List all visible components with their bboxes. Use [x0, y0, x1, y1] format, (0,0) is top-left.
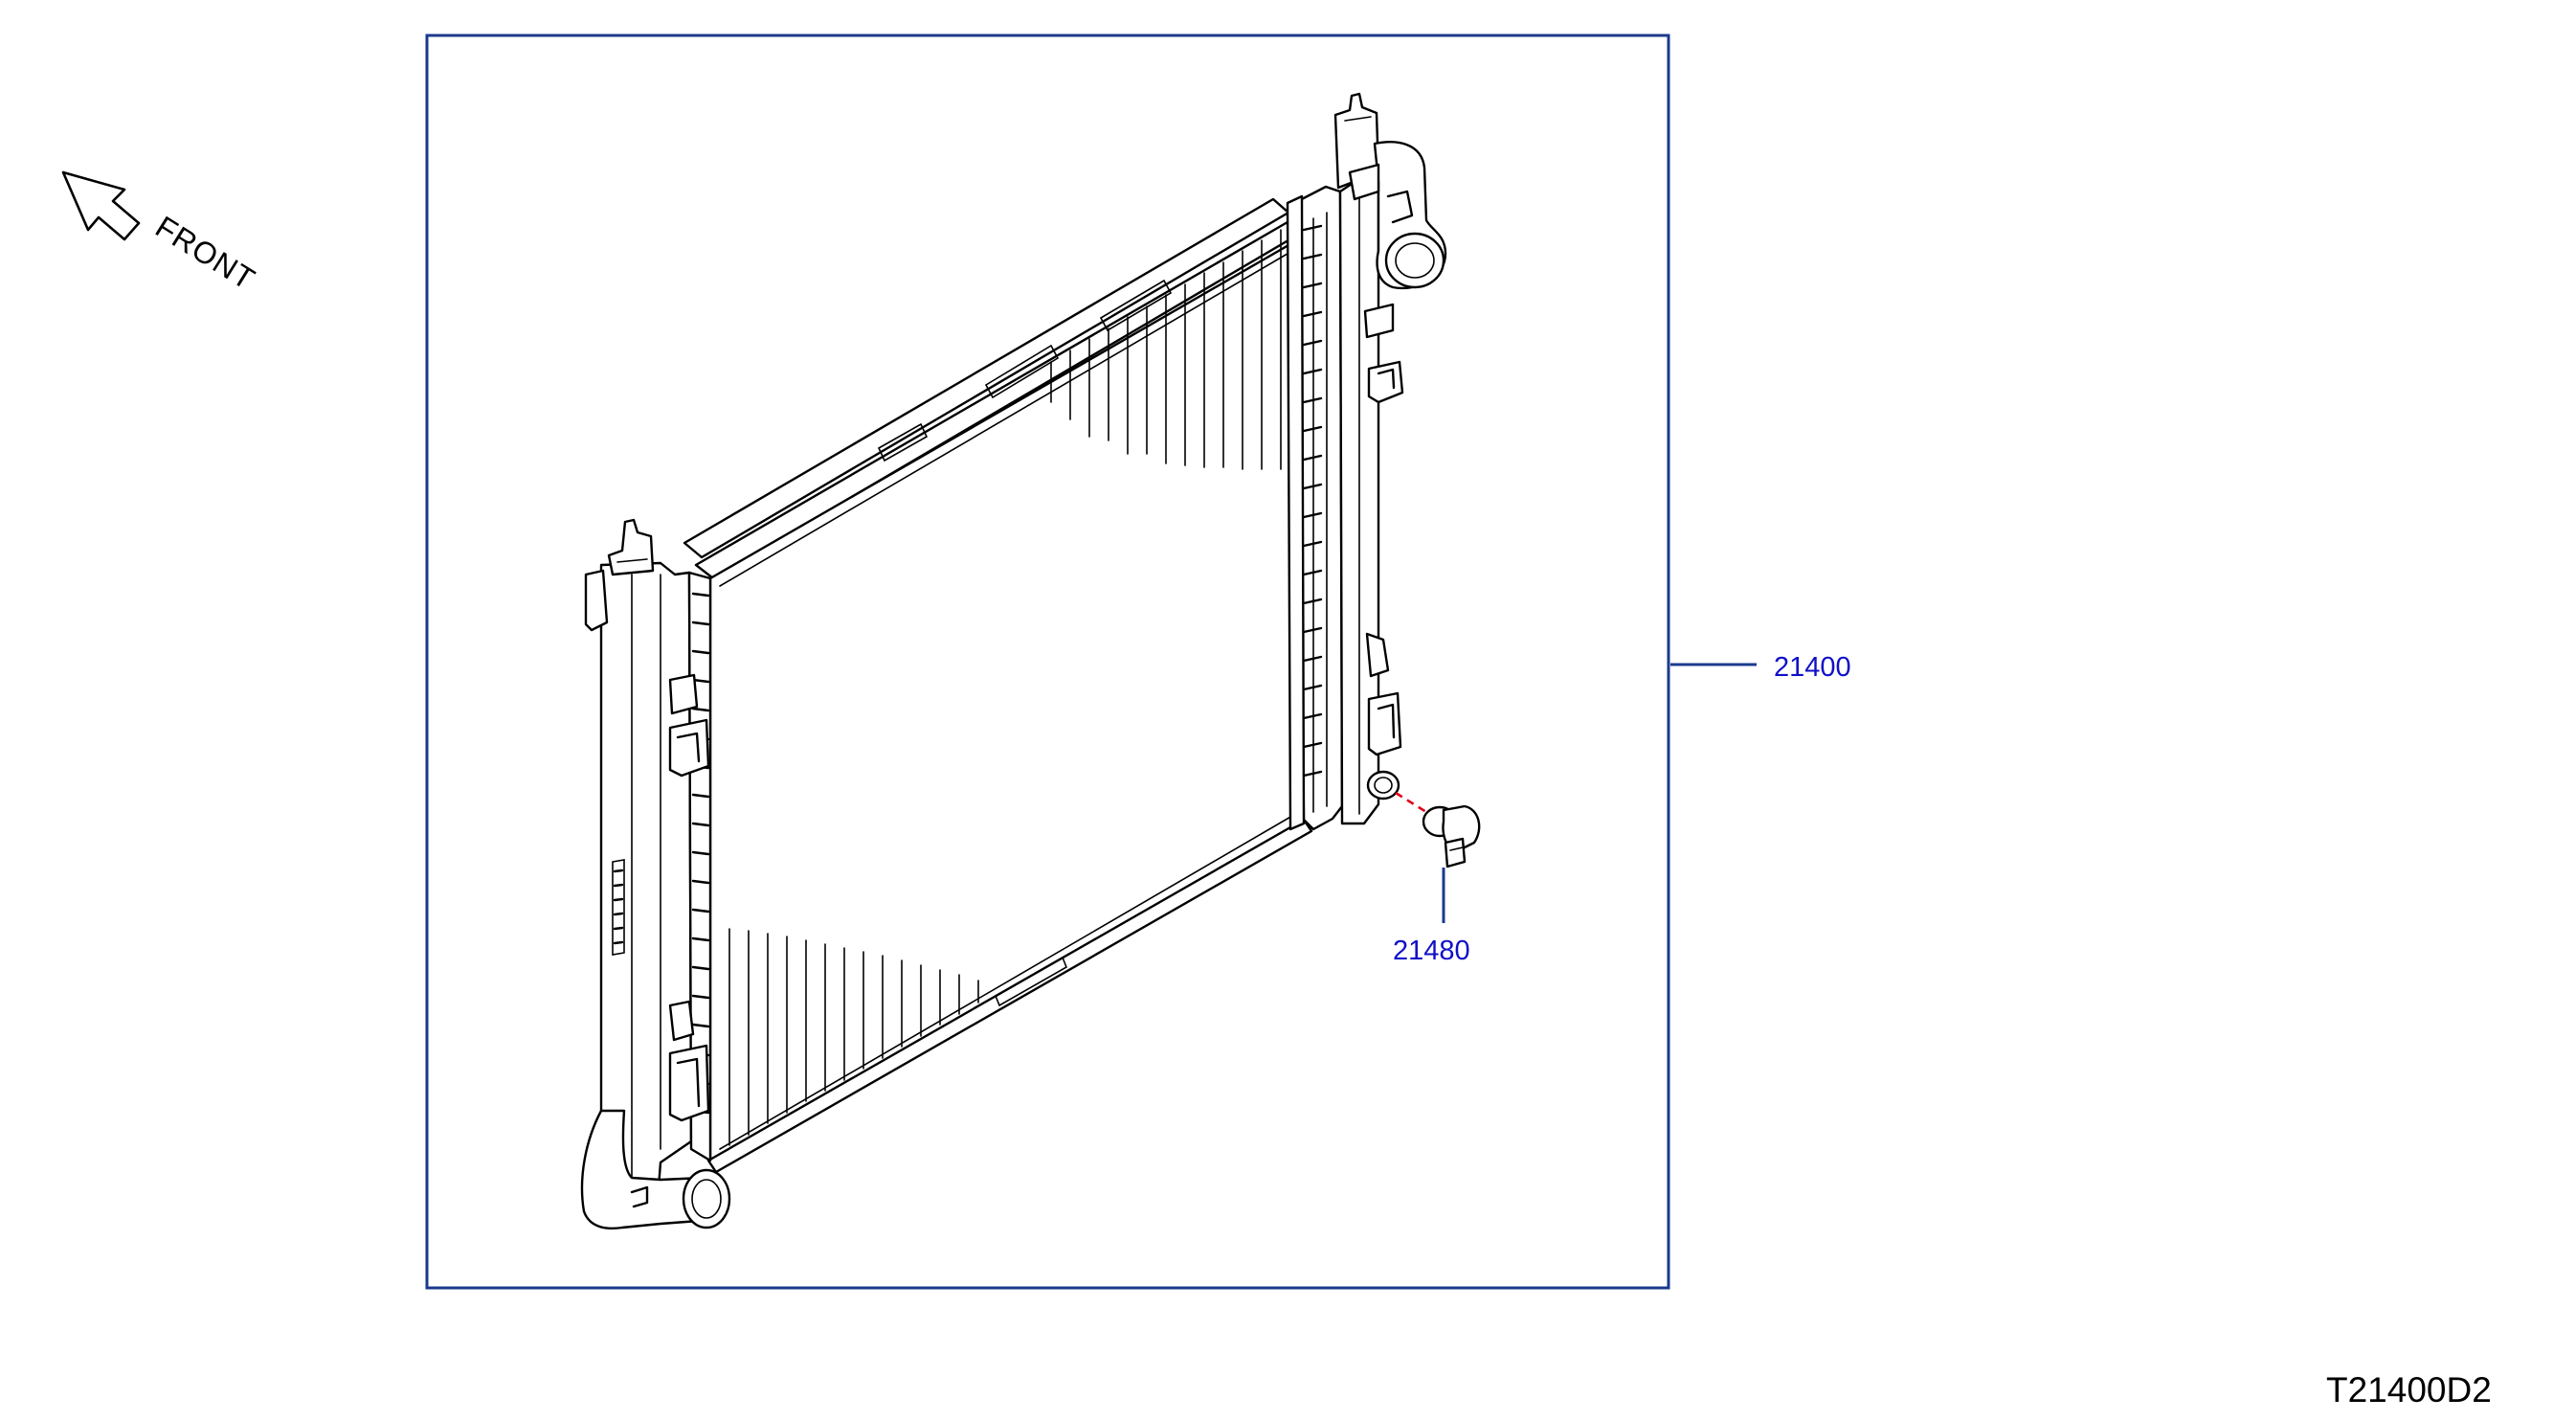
drain-port-icon	[1366, 770, 1400, 801]
drain-plug-icon	[1422, 804, 1481, 868]
lower-hose-outlet-icon	[580, 1109, 731, 1229]
left-upper-bracket-icon	[584, 569, 710, 778]
right-lower-bracket-icon	[1365, 632, 1402, 756]
left-middle-marking	[612, 859, 625, 956]
drain-plug-alignment-line	[1395, 791, 1427, 814]
left-lower-bracket-icon	[668, 1000, 710, 1122]
drawing-code: T21400D2	[2326, 1370, 2492, 1410]
upper-hose-outlet-icon	[1373, 141, 1447, 290]
radiator-part-number[interactable]: 21400	[1774, 652, 1851, 683]
assembly-frame	[425, 34, 1670, 1290]
radiator-illustration	[580, 92, 1447, 1229]
fin-hatching-lower	[728, 928, 979, 1146]
front-direction-label: FRONT	[149, 209, 261, 297]
left-neck-icon	[607, 518, 655, 576]
right-upper-bracket-icon	[1348, 163, 1404, 404]
drain-plug-part-number[interactable]: 21480	[1393, 936, 1470, 966]
front-arrow-icon	[61, 170, 141, 241]
fin-hatching-upper	[1050, 229, 1282, 470]
right-tank-ribs	[1302, 212, 1328, 813]
